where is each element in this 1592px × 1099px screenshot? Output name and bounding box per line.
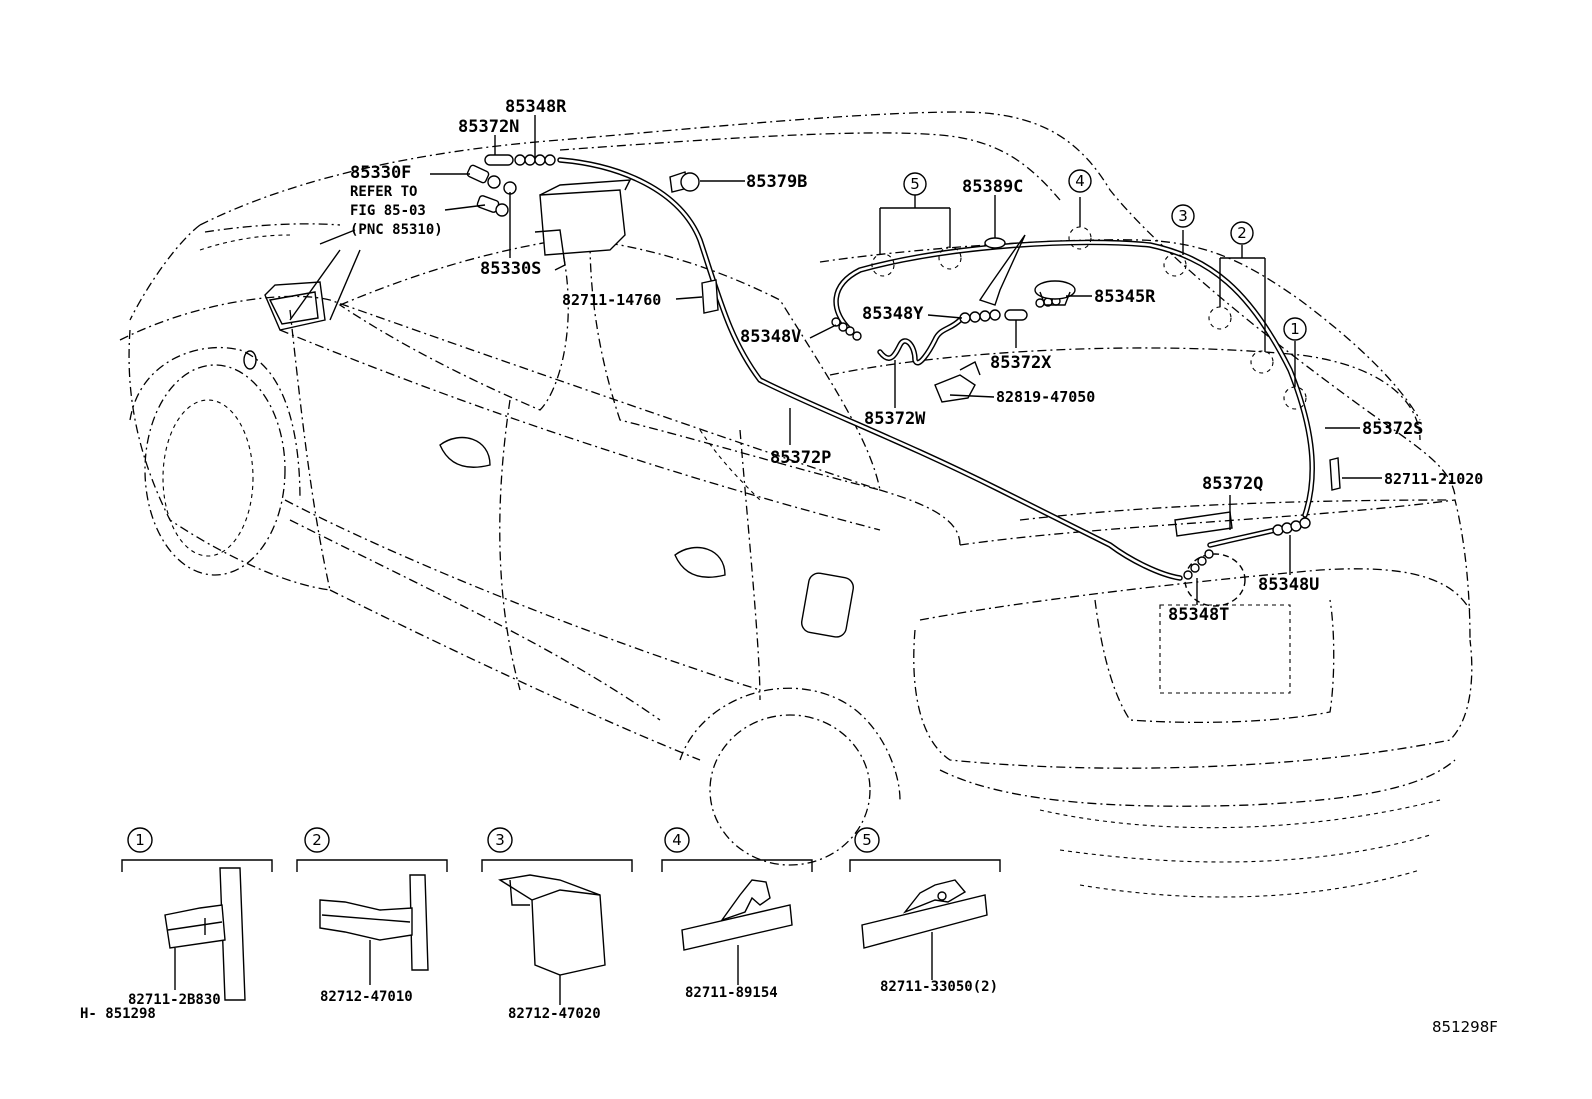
label-85389C: 85389C <box>962 177 1023 197</box>
label-85372P: 85372P <box>770 448 831 468</box>
label-85372N: 85372N <box>458 117 519 137</box>
washer-hose <box>557 157 1315 581</box>
inset-4-part-number: 82711-89154 <box>685 985 778 1001</box>
washer-nozzle-85345R <box>1034 280 1076 306</box>
label-82711-14760: 82711-14760 <box>562 291 661 309</box>
washer-tank <box>534 179 632 271</box>
label-85348Y: 85348Y <box>862 304 924 324</box>
marker-5: 5 <box>903 172 927 196</box>
label-85372S: 85372S <box>1362 419 1423 439</box>
inset-3-number: 3 <box>495 831 505 849</box>
inset-5-number: 5 <box>862 831 872 849</box>
label-85372W: 85372W <box>864 409 926 429</box>
label-85348R: 85348R <box>505 97 567 117</box>
inset-5-part-number: 82711-33050(2) <box>880 979 998 995</box>
callout-labels: 85348R 85372N 85330F REFER TO FIG 85-03 … <box>350 97 1483 625</box>
inset-1-number: 1 <box>135 831 145 849</box>
inset-3: 3 82712-47020 <box>481 827 633 1022</box>
label-85348V: 85348V <box>740 327 801 347</box>
high-mount-stop-lamp <box>1174 511 1233 537</box>
inset-3-part-number: 82712-47020 <box>508 1006 601 1022</box>
svg-text:4: 4 <box>1075 172 1085 190</box>
inset-1-part-number: 82711-2B830 <box>128 992 221 1008</box>
position-markers: 5 4 3 2 1 <box>903 169 1307 341</box>
clip-82711-14760 <box>701 279 719 314</box>
label-refer-to: REFER TO <box>350 184 417 200</box>
leader-lines <box>319 115 1382 605</box>
label-82711-21020: 82711-21020 <box>1384 470 1483 488</box>
label-85372X: 85372X <box>990 353 1052 373</box>
car-body-outline <box>119 111 1473 898</box>
grommet-85379B <box>669 171 700 193</box>
label-85330S: 85330S <box>480 259 541 279</box>
plug-85389C <box>984 237 1006 249</box>
label-85348T: 85348T <box>1168 605 1229 625</box>
inset-4: 4 82711-89154 <box>661 827 813 1001</box>
marker-2: 2 <box>1230 221 1254 245</box>
footer-left-code: H- 851298 <box>80 1006 156 1022</box>
inset-4-number: 4 <box>672 831 682 849</box>
antenna <box>978 234 1026 306</box>
label-85348U: 85348U <box>1258 575 1319 595</box>
label-refer-fig: FIG 85-03 <box>350 203 426 219</box>
inset-2-part-number: 82712-47010 <box>320 989 413 1005</box>
label-85379B: 85379B <box>746 172 807 192</box>
marker-4: 4 <box>1068 169 1092 193</box>
svg-text:3: 3 <box>1178 207 1188 225</box>
hose-joints <box>484 154 1311 580</box>
marker-3: 3 <box>1171 204 1195 228</box>
label-85345R: 85345R <box>1094 287 1156 307</box>
inset-5: 5 82711-33050(2) <box>849 827 1001 995</box>
svg-text:2: 2 <box>1237 224 1247 242</box>
washer-pump-front <box>466 164 517 217</box>
inset-1: 1 82711-2B830 <box>121 827 273 1008</box>
label-85372Q: 85372Q <box>1202 474 1263 494</box>
clip-82711-21020 <box>1329 457 1341 491</box>
marker-1: 1 <box>1283 317 1307 341</box>
svg-text:5: 5 <box>910 175 920 193</box>
label-refer-pnc: (PNC 85310) <box>350 222 443 238</box>
label-85330F: 85330F <box>350 163 411 183</box>
inset-2-number: 2 <box>312 831 322 849</box>
label-82819-47050: 82819-47050 <box>996 388 1095 406</box>
footer-right-code: 851298F <box>1432 1018 1498 1036</box>
svg-text:1: 1 <box>1290 320 1300 338</box>
inset-2: 2 82712-47010 <box>296 827 448 1005</box>
